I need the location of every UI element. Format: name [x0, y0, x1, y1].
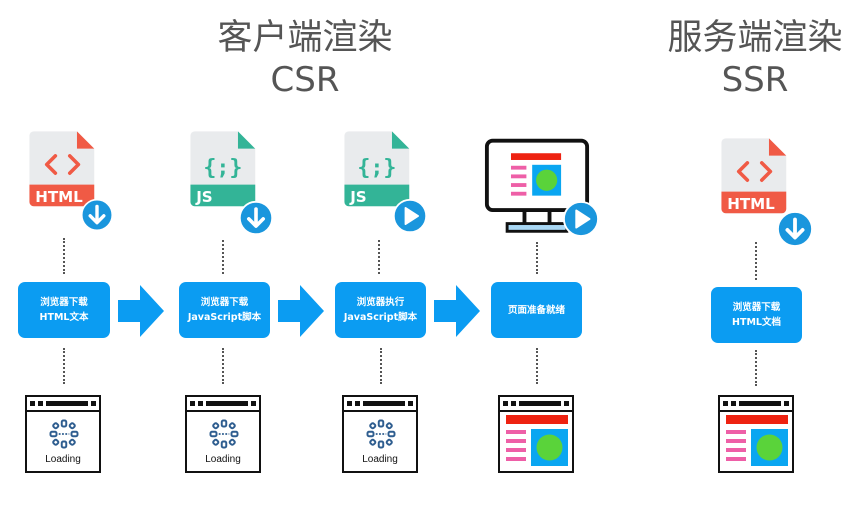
play-icon — [392, 198, 428, 234]
play-icon — [562, 200, 600, 238]
page-content-icon — [502, 411, 572, 471]
ssr-subtitle: SSR — [721, 60, 789, 100]
loading-label: Loading — [362, 454, 398, 465]
window-titlebar — [27, 397, 99, 412]
loading-window: Loading — [342, 395, 418, 473]
step-box-execute-js: 浏览器执行 JavaScript脚本 — [335, 282, 426, 338]
loading-window: Loading — [25, 395, 101, 473]
window-titlebar — [720, 397, 792, 412]
step-line-1: 浏览器下载 — [732, 302, 781, 313]
loader-icon — [366, 419, 396, 449]
connector-dots — [536, 348, 538, 384]
connector-dots — [63, 238, 65, 274]
window-titlebar — [187, 397, 259, 412]
loading-window: Loading — [185, 395, 261, 473]
step-line-2: JavaScript脚本 — [187, 312, 262, 323]
window-titlebar — [344, 397, 416, 412]
step-box-download-html-document: 浏览器下载 HTML文档 — [711, 287, 802, 343]
step-box-download-js: 浏览器下载 JavaScript脚本 — [179, 282, 270, 338]
connector-dots — [222, 348, 224, 384]
ssr-title: 服务端渲染 — [667, 18, 843, 58]
arrow-right-icon — [118, 285, 164, 337]
download-icon — [776, 210, 814, 248]
loading-label: Loading — [45, 454, 81, 465]
step-line-1: 浏览器下载 — [40, 297, 88, 308]
step-box-download-html: 浏览器下载 HTML文本 — [18, 282, 110, 338]
ssr-section-title: 服务端渲染 SSR — [655, 18, 855, 100]
connector-dots — [755, 242, 757, 280]
loading-label: Loading — [205, 454, 241, 465]
loader-icon — [49, 419, 79, 449]
page-content-icon — [722, 411, 792, 471]
step-line-1: 浏览器执行 — [356, 297, 405, 308]
download-icon — [80, 198, 114, 232]
step-line-1: 页面准备就绪 — [507, 304, 565, 316]
rendered-page-window — [718, 395, 794, 473]
step-box-page-ready: 页面准备就绪 — [491, 282, 582, 338]
step-line-1: 浏览器下载 — [200, 297, 249, 308]
csr-title: 客户端渲染 — [217, 18, 393, 58]
arrow-right-icon — [278, 285, 324, 337]
connector-dots — [536, 242, 538, 274]
connector-dots — [222, 240, 224, 274]
step-line-2: HTML文本 — [39, 312, 89, 323]
window-titlebar — [500, 397, 572, 412]
arrow-right-icon — [434, 285, 480, 337]
connector-dots — [63, 348, 65, 384]
csr-subtitle: CSR — [270, 60, 340, 100]
connector-dots — [755, 350, 757, 386]
rendered-page-window — [498, 395, 574, 473]
connector-dots — [378, 240, 380, 274]
step-line-2: JavaScript脚本 — [343, 312, 418, 323]
step-line-2: HTML文档 — [732, 317, 781, 328]
loader-icon — [209, 419, 239, 449]
csr-section-title: 客户端渲染 CSR — [205, 18, 405, 100]
js-file-icon — [189, 131, 261, 211]
connector-dots — [380, 348, 382, 384]
download-icon — [238, 200, 274, 236]
html-file-icon — [720, 138, 792, 218]
